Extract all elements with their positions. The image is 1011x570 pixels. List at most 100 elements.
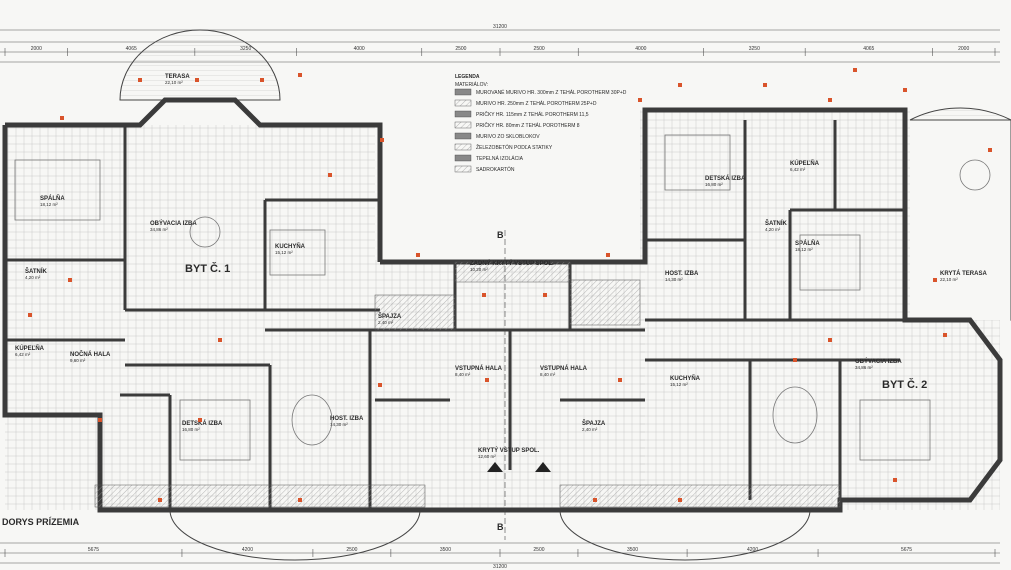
- marker-8: [482, 293, 486, 297]
- top-dim-4: 2500: [455, 46, 466, 52]
- top-total-dim: 31200: [493, 24, 507, 30]
- legend-item-5: ŽELEZOBETÓN PODĽA STATIKY: [476, 143, 553, 151]
- room-vstupna-hala-2-name: VSTUPNÁ HALA: [540, 365, 588, 372]
- marker-7: [416, 253, 420, 257]
- room-kupelna-1-area: 6,42 m²: [15, 352, 31, 357]
- apartment-2-label: BYT Č. 2: [882, 378, 927, 391]
- marker-32: [893, 478, 897, 482]
- marker-16: [903, 88, 907, 92]
- room-detska-1-name: DETSKÁ IZBA: [182, 420, 223, 427]
- room-obyvacia-1-name: OBÝVACIA IZBA: [150, 220, 197, 227]
- room-satnik-2-area: 4,20 m²: [765, 227, 781, 232]
- room-kupelna-2-area: 6,42 m²: [790, 167, 806, 172]
- legend-item-4: MURIVO ZO SKLOBLOKOV: [476, 134, 540, 140]
- marker-5: [328, 173, 332, 177]
- marker-23: [218, 338, 222, 342]
- room-vstupna-hala-1-name: VSTUPNÁ HALA: [455, 365, 503, 372]
- marker-11: [638, 98, 642, 102]
- legend-item-7: SADROKARTÓN: [476, 166, 515, 173]
- room-spajza-1-area: 2,40 m²: [378, 320, 394, 325]
- legend-title: LEGENDA: [455, 74, 480, 80]
- legend-item-6: TEPELNÁ IZOLÁCIA: [476, 155, 524, 162]
- marker-26: [98, 418, 102, 422]
- top-dim-9: 2000: [958, 46, 969, 52]
- marker-3: [260, 78, 264, 82]
- legend-swatch-2: [454, 110, 472, 118]
- marker-12: [678, 83, 682, 87]
- room-kryta-terasa-area: 22,10 m²: [940, 277, 958, 282]
- room-obyvacia-1-area: 34,86 m²: [150, 227, 168, 232]
- legend-swatch-7: [454, 165, 472, 173]
- marker-17: [933, 278, 937, 282]
- room-satnik-1-area: 4,20 m²: [25, 275, 41, 280]
- room-detska-1-area: 16,80 m²: [182, 427, 200, 432]
- room-nocna-hala-1-area: 9,60 m²: [70, 358, 86, 363]
- marker-6: [380, 138, 384, 142]
- marker-33: [943, 333, 947, 337]
- bottom-dim-7: 5675: [901, 547, 912, 553]
- bottom-dim-3: 3500: [440, 547, 451, 553]
- room-spalna-2-name: SPÁLŇA: [795, 239, 820, 247]
- top-dim-5: 2500: [534, 46, 545, 52]
- room-kuchyna-2-area: 15,12 m²: [670, 382, 688, 387]
- marker-28: [28, 313, 32, 317]
- room-spalna-1-name: SPÁLŇA: [40, 194, 65, 202]
- room-zadny-vstup-area: 10,20 m²: [470, 267, 488, 272]
- room-kuchyna-1-area: 15,12 m²: [275, 250, 293, 255]
- bottom-dim-6: 4200: [747, 547, 758, 553]
- room-nocna-hala-1-name: NOČNÁ HALA: [70, 351, 111, 358]
- marker-19: [793, 358, 797, 362]
- marker-18: [828, 338, 832, 342]
- marker-2: [195, 78, 199, 82]
- room-kupelna-2-name: KÚPEĽŇA: [790, 159, 820, 167]
- top-dim-8: 4065: [863, 46, 874, 52]
- bottom-dimension-lines: [0, 542, 1000, 564]
- legend-swatch-5: [454, 143, 472, 151]
- marker-31: [678, 498, 682, 502]
- marker-27: [68, 278, 72, 282]
- room-vstupna-hala-2-area: 8,40 m²: [540, 372, 556, 377]
- room-terasa-1-name: TERASA: [165, 74, 190, 80]
- drawing-title: DORYS PRÍZEMIA: [2, 517, 80, 527]
- legend-swatch-0: [454, 88, 472, 96]
- room-kryty-vstup-area: 12,60 m²: [478, 454, 496, 459]
- furniture: [14, 134, 991, 461]
- room-spalna-1-area: 18,12 m²: [40, 202, 58, 207]
- legend-subtitle: MATERIÁLOV:: [455, 81, 488, 88]
- legend: LEGENDA MATERIÁLOV: MUROVANÉ MURIVO HR. …: [454, 74, 627, 173]
- marker-22: [378, 383, 382, 387]
- marker-0: [60, 116, 64, 120]
- bottom-dim-1: 4200: [242, 547, 253, 553]
- room-obyvacia-2-name: OBÝVACIA IZBA: [855, 358, 902, 365]
- room-hostovska-1-name: HOST. IZBA: [330, 416, 364, 422]
- interior-walls: [5, 120, 905, 510]
- room-zadny-vstup-name: ZADNÝ KRYTÝ VSTUP SPOL.: [470, 260, 554, 267]
- room-satnik-1-name: ŠATNÍK: [25, 267, 48, 275]
- legend-swatch-6: [454, 154, 472, 162]
- marker-30: [593, 498, 597, 502]
- marker-10: [606, 253, 610, 257]
- marker-14: [828, 98, 832, 102]
- room-spajza-2-name: ŠPAJZA: [582, 419, 606, 427]
- marker-20: [618, 378, 622, 382]
- legend-swatch-3: [454, 121, 472, 129]
- masonry-hatching: [94, 261, 841, 508]
- marker-1: [138, 78, 142, 82]
- top-dim-1: 4065: [126, 46, 137, 52]
- bottom-dim-0: 5675: [88, 547, 99, 553]
- legend-swatch-4: [454, 132, 472, 140]
- room-spajza-2-area: 2,40 m²: [582, 427, 598, 432]
- marker-21: [485, 378, 489, 382]
- marker-13: [763, 83, 767, 87]
- room-obyvacia-2-area: 34,86 m²: [855, 365, 873, 370]
- room-satnik-2-name: ŠATNÍK: [765, 219, 788, 227]
- bottom-dim-4: 2500: [533, 547, 544, 553]
- room-kryta-terasa-name: KRYTÁ TERASA: [940, 270, 987, 277]
- marker-34: [988, 148, 992, 152]
- top-dim-7: 3250: [749, 46, 760, 52]
- room-spajza-1-name: ŠPAJZA: [378, 312, 402, 320]
- legend-swatch-1: [454, 99, 472, 107]
